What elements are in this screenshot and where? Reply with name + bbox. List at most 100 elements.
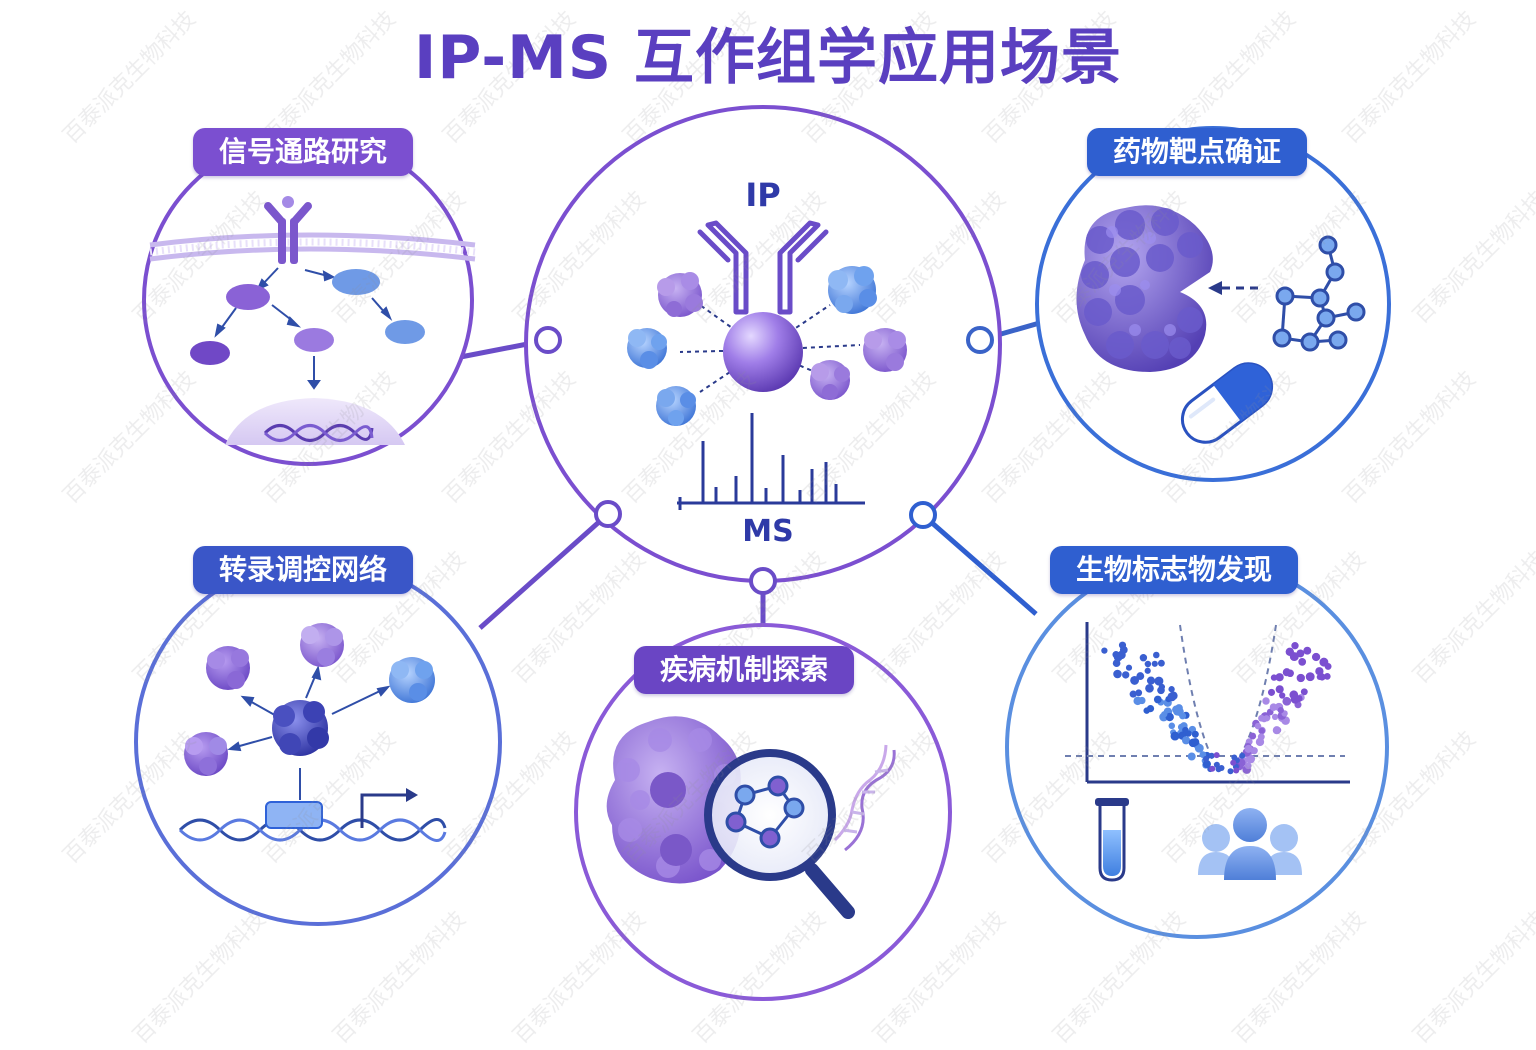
volcano-point: [1269, 703, 1278, 711]
volcano-point: [1191, 730, 1199, 738]
volcano-point: [1272, 726, 1281, 735]
label-drug-target: 药物靶点确证: [1087, 128, 1308, 176]
volcano-point: [1151, 660, 1158, 667]
volcano-point: [1143, 707, 1150, 714]
volcano-point: [1130, 675, 1140, 685]
receptor-icon: [264, 196, 312, 264]
antibody-icon: [697, 220, 829, 315]
drug-target-illustration: [1076, 205, 1366, 444]
volcano-point: [1135, 689, 1143, 697]
volcano-point: [1270, 674, 1278, 681]
volcano-point: [1275, 685, 1284, 694]
volcano-point: [1154, 676, 1164, 686]
volcano-point: [1208, 752, 1215, 759]
volcano-point: [1170, 731, 1180, 741]
biomarker-illustration: [1065, 622, 1350, 882]
volcano-point: [1257, 733, 1265, 741]
volcano-point: [1244, 762, 1252, 770]
volcano-point: [1305, 672, 1315, 682]
volcano-point: [1267, 688, 1276, 696]
bead-icon: [723, 312, 803, 392]
volcano-point: [1139, 653, 1148, 662]
volcano-point: [1311, 652, 1321, 662]
volcano-point: [1209, 765, 1216, 772]
page-title: IP-MS 互作组学应用场景: [414, 23, 1122, 93]
volcano-point: [1315, 667, 1324, 676]
ip-label: IP: [745, 176, 780, 214]
volcano-point: [1239, 752, 1246, 759]
protein-cluster-icons: [627, 266, 907, 426]
label-biomarker-discovery: 生物标志物发现: [1050, 546, 1299, 594]
volcano-point: [1213, 761, 1220, 768]
volcano-point: [1146, 676, 1156, 685]
magnifier-icon: [704, 749, 855, 919]
volcano-point: [1125, 664, 1133, 671]
volcano-point: [1298, 658, 1307, 666]
label-transcription-network: 转录调控网络: [193, 546, 414, 594]
diseased-cell-icon: [606, 716, 741, 884]
capsule-icon: [1180, 362, 1274, 444]
volcano-point: [1161, 711, 1168, 718]
volcano-point: [1254, 722, 1262, 730]
volcano-point: [1300, 688, 1308, 696]
volcano-point: [1319, 657, 1329, 667]
label-disease-mechanism: 疾病机制探索: [634, 646, 855, 694]
volcano-point: [1122, 671, 1130, 679]
disease-mechanism-illustration: [606, 716, 896, 919]
volcano-point: [1263, 715, 1270, 722]
volcano-plot-points: [1101, 641, 1332, 775]
volcano-point: [1233, 767, 1240, 774]
volcano-point: [1227, 768, 1234, 775]
people-group-icon: [1198, 808, 1302, 880]
volcano-point: [1153, 651, 1160, 659]
target-protein-icon: [1076, 205, 1213, 372]
volcano-point: [1145, 683, 1154, 693]
volcano-point: [1181, 736, 1191, 745]
volcano-point: [1118, 641, 1127, 649]
volcano-point: [1136, 672, 1145, 681]
volcano-point: [1249, 732, 1257, 740]
volcano-point: [1282, 696, 1292, 706]
connector-nodes: [534, 326, 994, 595]
volcano-point: [1250, 747, 1258, 755]
volcano-point: [1182, 726, 1189, 734]
dna-icon: [263, 424, 374, 442]
volcano-point: [1246, 754, 1256, 764]
promoter-box: [265, 801, 323, 829]
volcano-point: [1318, 673, 1326, 681]
volcano-point: [1179, 712, 1187, 720]
volcano-point: [1213, 752, 1220, 759]
mass-spectrum-icon: [677, 413, 865, 510]
volcano-point: [1277, 707, 1284, 714]
diagram-canvas: IP MS: [134, 105, 1391, 1001]
transcription-network-illustration: [178, 623, 447, 842]
volcano-point: [1202, 760, 1211, 769]
volcano-point: [1101, 647, 1108, 654]
volcano-point: [1165, 712, 1174, 722]
volcano-point: [1303, 646, 1312, 655]
volcano-point: [1117, 650, 1126, 660]
volcano-point: [1153, 695, 1162, 704]
volcano-point: [1144, 667, 1151, 674]
volcano-point: [1271, 713, 1279, 721]
volcano-point: [1291, 642, 1299, 650]
volcano-point: [1113, 669, 1122, 679]
test-tube-icon: [1095, 798, 1129, 882]
volcano-point: [1275, 673, 1284, 682]
volcano-point: [1129, 690, 1137, 698]
volcano-point: [1230, 759, 1237, 766]
volcano-point: [1157, 659, 1165, 667]
volcano-point: [1279, 692, 1286, 699]
volcano-point: [1157, 686, 1165, 695]
volcano-point: [1191, 738, 1200, 746]
volcano-point: [1203, 755, 1209, 762]
volcano-point: [1282, 668, 1291, 677]
volcano-point: [1244, 744, 1253, 753]
volcano-point: [1175, 705, 1183, 713]
volcano-point: [1168, 722, 1176, 730]
volcano-point: [1296, 673, 1305, 683]
dna-icon: [833, 744, 896, 852]
small-molecule-icon: [1272, 235, 1366, 352]
volcano-point: [1262, 697, 1270, 705]
ip-ms-illustration: [627, 220, 907, 510]
